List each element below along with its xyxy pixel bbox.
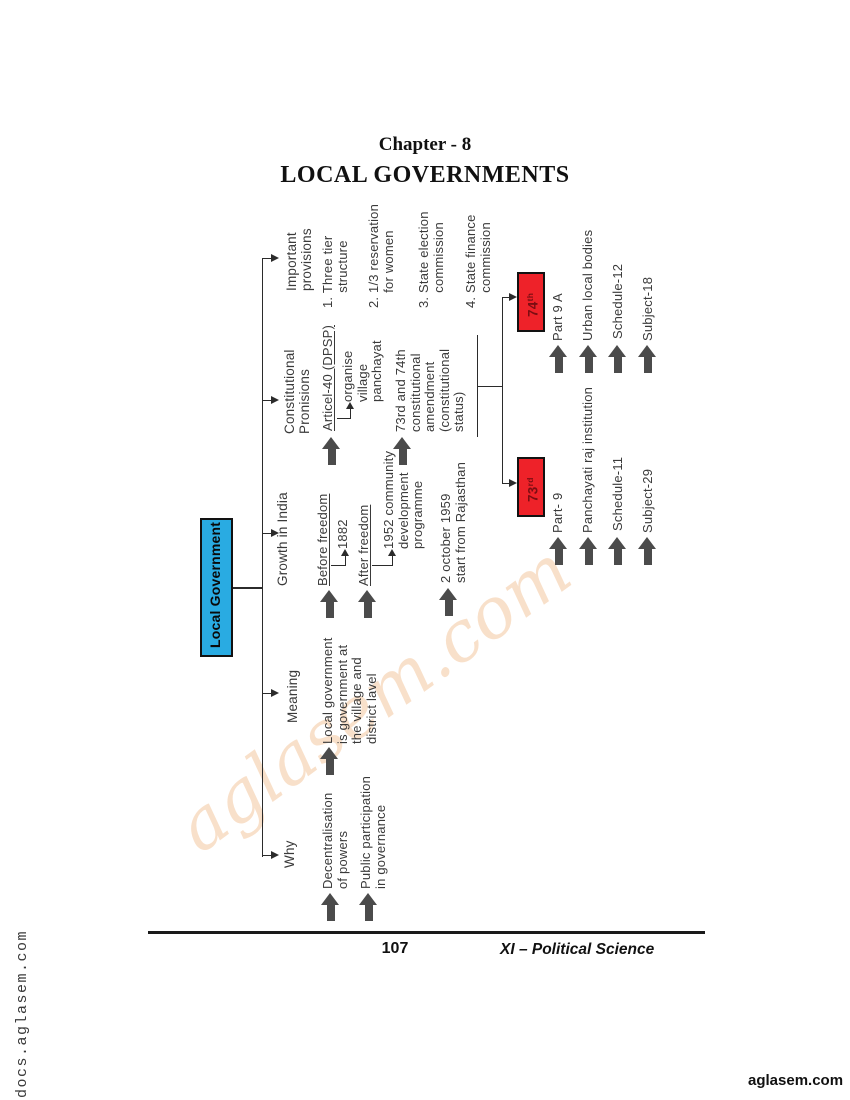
item-participation: Public participation in governance (358, 775, 388, 889)
footer-rule (148, 931, 705, 935)
branch-line-growth (262, 532, 272, 535)
page-title: LOCAL GOVERNMENTS (280, 162, 570, 188)
chapter-label: Chapter - 8 (378, 134, 472, 155)
item-article40: Articel-40 (DPSP) (320, 325, 335, 431)
item-subject29: Subject-29 (640, 468, 655, 533)
item-schedule11: Schedule-11 (610, 456, 625, 531)
amendment-label-74: 74th (525, 292, 541, 317)
branch-line-important (262, 257, 272, 260)
bullet-arrow-schedule11 (608, 537, 627, 566)
branch-arrowhead-important (271, 253, 279, 262)
root-node-box (200, 518, 233, 657)
item-reservation-women: 2. 1/3 reservation for women (366, 203, 396, 308)
item-october-1959: 2 october 1959 start from Rajasthan (438, 461, 468, 583)
bullet-arrow-article40 (322, 437, 341, 466)
branch-line-meaning (262, 692, 272, 695)
branch-arrowhead-constitutional (271, 395, 279, 404)
item-part9a: Part 9 A (550, 293, 565, 341)
item-subject18: Subject-18 (640, 276, 655, 341)
footer-course-label: XI – Political Science (500, 941, 655, 958)
item-state-finance: 4. State finance commission (463, 214, 493, 308)
item-three-tier: 1. Three tier structure (320, 235, 350, 308)
item-1882: 1882 (335, 519, 350, 549)
amendment-connector-h (477, 385, 503, 388)
bullet-arrow-decentralisation (321, 893, 340, 922)
line-to-73 (502, 482, 510, 485)
branch-arrowhead-why (271, 850, 279, 859)
item-definition: Local government is government at the vi… (320, 637, 379, 744)
bullet-arrow-part9a (549, 345, 568, 374)
item-organise-panchayat: organise village panchayat (340, 340, 385, 402)
amendment-label-73: 73rd (525, 477, 541, 502)
bullet-arrow-part9 (549, 537, 568, 566)
item-schedule12: Schedule-12 (610, 263, 625, 339)
branch-line-constitutional (262, 399, 272, 402)
bullet-arrow-participation (359, 893, 378, 922)
sub-arrow-organise (337, 402, 355, 419)
brand-footer: aglasem.com (748, 1072, 844, 1089)
item-before-freedom: Before freedom (315, 493, 330, 586)
arrowhead-to-73 (509, 478, 517, 487)
item-urban-bodies: Urban local bodies (580, 229, 595, 341)
bullet-arrow-definition (320, 747, 339, 776)
item-after-freedom: After freedom (356, 504, 371, 586)
bullet-arrow-urban-bodies (579, 345, 598, 374)
bullet-arrow-subject18 (638, 345, 657, 374)
root-connector-line (233, 587, 262, 589)
branch-arrowhead-growth (271, 528, 279, 537)
arrowhead-to-74 (509, 292, 517, 301)
bullet-arrow-after-freedom (358, 590, 377, 619)
branch-label-growth: Growth in India (275, 492, 290, 586)
root-node-label: Local Government (207, 521, 223, 648)
amendment-box-74 (517, 272, 545, 332)
item-amendment: 73rd and 74th constitutional amendment (… (393, 348, 467, 432)
bullet-arrow-amendment (393, 437, 412, 466)
bullet-arrow-subject29 (638, 537, 657, 566)
item-part9: Part- 9 (550, 492, 565, 533)
amendment-connector-v (501, 296, 504, 484)
branch-label-important: Important provisions (284, 228, 314, 291)
item-state-election: 3. State election commission (416, 211, 446, 308)
page-number: 107 (381, 940, 409, 957)
branch-arrowhead-meaning (271, 688, 279, 697)
bullet-arrow-october-1959 (439, 588, 458, 617)
branch-label-meaning: Meaning (285, 669, 300, 723)
branch-line-why (262, 854, 272, 857)
item-panchayati-raj: Panchayati raj institution (580, 386, 595, 533)
amendment-box-73 (517, 457, 545, 517)
line-to-74 (502, 296, 510, 299)
sub-arrow-1882 (331, 549, 350, 566)
bullet-arrow-panchayati-raj (579, 537, 598, 566)
branch-label-why: Why (282, 840, 297, 868)
sub-arrow-1952 (372, 549, 397, 566)
side-watermark-url: docs.aglasem.com (14, 929, 31, 1098)
bullet-arrow-before-freedom (320, 590, 339, 619)
trunk-line (261, 257, 264, 857)
item-decentralisation: Decentralisation of powers (320, 792, 350, 889)
bullet-arrow-schedule12 (608, 345, 627, 374)
branch-label-constitutional: Constitutional Pronisions (282, 349, 312, 434)
